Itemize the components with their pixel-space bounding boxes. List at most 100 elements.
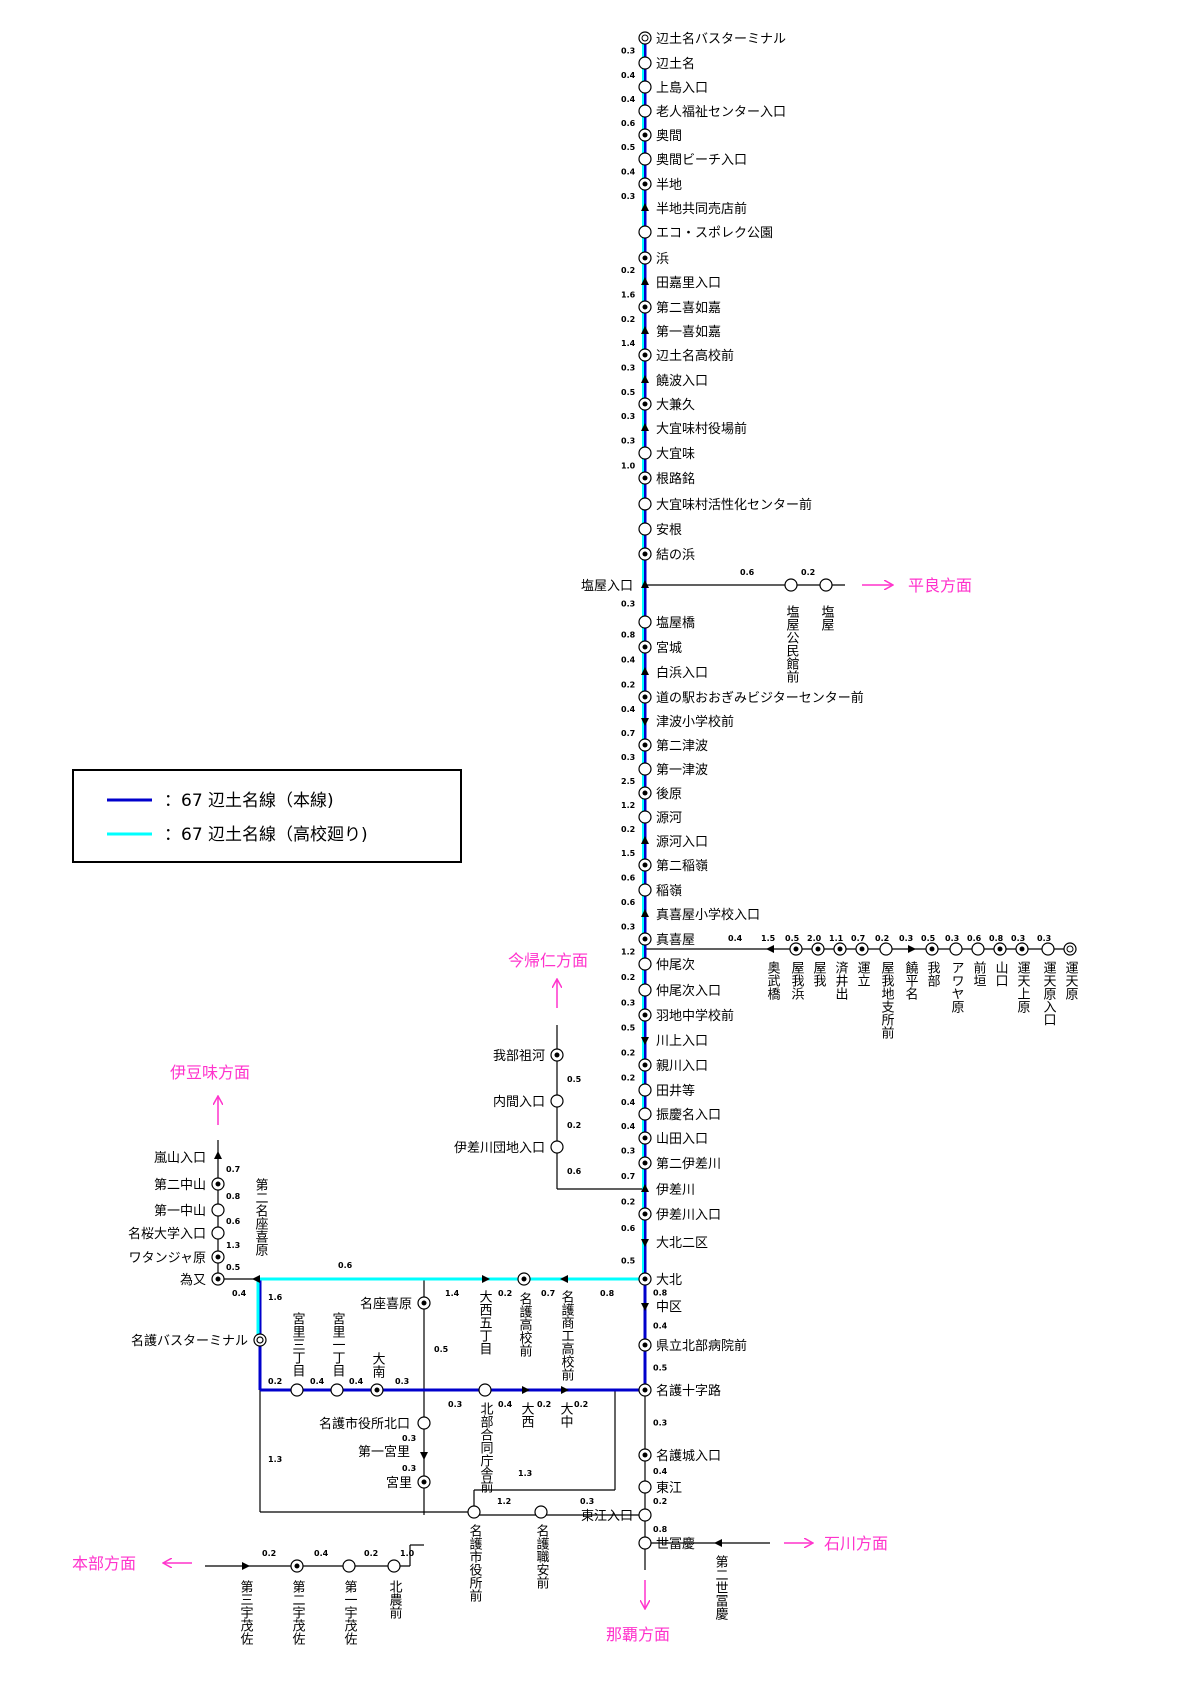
makiya-stop-dot — [815, 946, 821, 952]
school-dist-1: 0.6 — [338, 1261, 353, 1270]
main-stop-label: 東江 — [656, 1480, 682, 1496]
makiya-arrow-icon — [766, 945, 774, 953]
main-stop-distance: 0.3 — [621, 999, 635, 1008]
main-stop-distance: 0.2 — [621, 825, 635, 834]
main-stop-label: 安根 — [656, 523, 682, 538]
miyazato-label: 宮里 — [386, 1475, 412, 1491]
makiya-distance: 0.3 — [1011, 934, 1025, 943]
shioya-stop-circle-2 — [819, 578, 833, 592]
school-dist-4: 0.7 — [541, 1289, 555, 1298]
main-stop-label: 塩屋橋 — [656, 616, 695, 631]
west-branch: 伊豆味方面 嵐山入口 第二中山 第一中山 名桜大学入口 ワタンジャ原 為又 0.… — [128, 1063, 268, 1288]
main-stop-distance: 0.3 — [621, 47, 635, 56]
makiya-stop-label: 運天原 — [1063, 961, 1079, 1000]
main-stop-distance: 0.8 — [653, 1525, 668, 1534]
legend: ：67 辺土名線（本線) ：67 辺土名線（高校廻り) — [72, 769, 462, 863]
daiichi-umusa-stop — [342, 1559, 356, 1573]
main-stop-distance: 2.5 — [621, 777, 636, 786]
main-stop-marker-dot — [641, 34, 649, 42]
legend-school-label: ：67 辺土名線（高校廻り) — [164, 825, 368, 845]
center-dist-1: 0.3 — [448, 1400, 462, 1409]
down-arrow-icon — [641, 1037, 649, 1045]
main-stop-label: 第二喜如嘉 — [656, 300, 721, 316]
makiya-stop-label: 饒平名 — [903, 960, 919, 1000]
motobu-stop-label-4: 北農前 — [387, 1580, 403, 1619]
main-stop-distance: 1.0 — [621, 462, 636, 471]
main-stop-distance: 0.6 — [621, 119, 636, 128]
west-stop-2-dot — [215, 1181, 221, 1187]
west-stop-3 — [211, 1203, 225, 1217]
main-stop-label: 奥間 — [656, 129, 682, 144]
makiya-distance: 0.5 — [785, 934, 800, 943]
makiya-stop-label: 運天原入口 — [1041, 961, 1057, 1026]
main-stop-distance: 0.6 — [621, 1224, 636, 1233]
school-stop-label-3: 名護商工高校前 — [559, 1289, 575, 1381]
main-stop-label: 上島入口 — [656, 81, 708, 96]
nagokihara-dist: 0.5 — [434, 1345, 449, 1354]
shokuan-stop — [534, 1505, 548, 1519]
main-stop-label: 真喜屋 — [656, 933, 695, 948]
main-stop-label: 親川入口 — [656, 1059, 708, 1074]
main-stop-marker — [638, 762, 652, 776]
main-stop-marker — [638, 1083, 652, 1097]
makiya-stop-label: 屋我 — [811, 961, 827, 987]
main-stop-label: 宮城 — [656, 640, 682, 656]
main-stop-label: 半地 — [656, 178, 682, 193]
main-stop-distance: 0.2 — [621, 1049, 635, 1058]
isagawa-stop-1-dot — [554, 1052, 560, 1058]
main-stop-marker — [638, 225, 652, 239]
main-stop-label: 県立北部病院前 — [656, 1338, 747, 1354]
main-stop-label: 源河 — [656, 811, 682, 826]
tamata-dist: 0.4 — [232, 1289, 247, 1298]
main-stop-marker — [638, 1508, 652, 1522]
main-stop-distance: 0.4 — [621, 656, 636, 665]
isagawa-dist-3: 0.6 — [567, 1167, 582, 1176]
motobu-dist-3: 0.2 — [364, 1549, 378, 1558]
daini-umusa-dot — [294, 1563, 300, 1569]
main-stop-distance: 0.3 — [621, 412, 635, 421]
shiyakusho-label: 名護市役所前 — [467, 1523, 483, 1602]
main-stop-distance: 0.6 — [621, 874, 636, 883]
up-arrow-icon — [641, 580, 649, 588]
makiya-stop-dot — [793, 946, 799, 952]
main-stop-label: 大北二区 — [656, 1236, 708, 1251]
main-stop-marker — [638, 1536, 652, 1550]
main-stop-distance: 0.4 — [653, 1467, 668, 1476]
main-stop-label: 名護十字路 — [656, 1383, 721, 1399]
legend-main-label: ：67 辺土名線（本線) — [164, 791, 334, 811]
shioya-dist-2: 0.2 — [801, 568, 815, 577]
main-stop-distance: 1.6 — [621, 291, 636, 300]
main-stop-marker — [638, 810, 652, 824]
main-stop-distance: 0.3 — [621, 364, 635, 373]
makiya-stop-label: 運天上原 — [1015, 961, 1031, 1013]
main-stop-distance: 0.4 — [621, 705, 636, 714]
makiya-distance: 0.4 — [728, 934, 743, 943]
main-stop-marker-dot — [642, 304, 648, 310]
motobu-stop-label-3: 第一宇茂佐 — [342, 1580, 358, 1645]
south-dist-2: 0.4 — [310, 1377, 325, 1386]
makiya-stop-dot — [1066, 945, 1074, 953]
main-stop-label: 川上入口 — [656, 1034, 708, 1049]
makiya-distance: 1.5 — [761, 934, 776, 943]
main-stop-label: 根路銘 — [656, 471, 695, 487]
school-dist-2: 1.4 — [445, 1289, 460, 1298]
up-arrow-icon — [641, 375, 649, 383]
main-stop-label: 大宜味村役場前 — [656, 421, 747, 437]
miyazato-dist-1: 0.3 — [402, 1434, 416, 1443]
daisan-umusa-arrow-icon — [242, 1562, 250, 1570]
makiya-distance: 0.7 — [851, 934, 865, 943]
shoko-arrow-icon — [560, 1275, 568, 1283]
main-stop-label: 後原 — [656, 787, 682, 802]
main-stop-marker — [638, 983, 652, 997]
miyazato-dot — [421, 1479, 427, 1485]
main-stop-marker-dot — [642, 181, 648, 187]
up-arrow-icon — [641, 1184, 649, 1192]
west-dist-5: 0.5 — [226, 1263, 241, 1272]
main-stop-label: 奥間ビーチ入口 — [656, 153, 747, 168]
main-stop-marker — [638, 957, 652, 971]
makiya-stop-dot — [1019, 946, 1025, 952]
main-stop-label: 第一津波 — [656, 763, 708, 778]
school-dist-3: 0.2 — [498, 1289, 512, 1298]
west-dist-3: 0.6 — [226, 1217, 241, 1226]
